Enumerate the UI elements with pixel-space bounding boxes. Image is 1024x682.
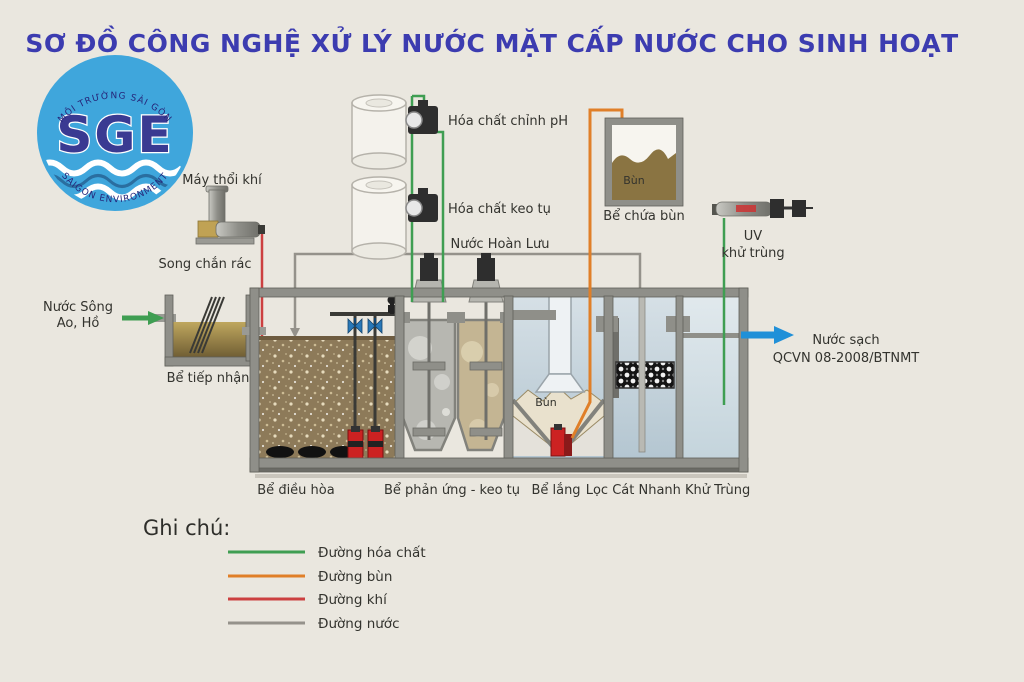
bar-screen — [189, 296, 225, 354]
reaction-tank — [396, 253, 514, 452]
legend-label-air: Đường khí — [318, 592, 388, 608]
logo-text: SGE — [56, 106, 173, 164]
equalization-tank-label: Bể điều hòa — [257, 483, 334, 498]
legend-label-water: Đường nước — [318, 616, 400, 632]
mixer-motor-icon — [420, 258, 438, 281]
clean-water-label-line1: Nước sạch — [812, 333, 879, 348]
dosing-pump-coagulant — [405, 188, 438, 222]
chemical-tank-ph — [351, 94, 407, 170]
air-diffuser-icon — [298, 446, 326, 458]
sludge — [612, 149, 676, 200]
reaction-tank-label: Bể phản ứng - keo tụ — [384, 483, 520, 498]
inlet-label-line2: Ao, Hồ — [57, 316, 100, 331]
dosing-pump-ph — [405, 100, 438, 134]
chemical-tank-coagulant — [351, 176, 407, 260]
submersible-pump — [367, 426, 384, 461]
tank-shadow — [255, 474, 747, 478]
clean-water-label-line2: QCVN 08-2008/BTNMT — [773, 351, 920, 366]
baffle — [613, 318, 619, 398]
legend-label-chemical: Đường hóa chất — [318, 545, 426, 561]
sludge-tank-label: Bể chứa bùn — [603, 209, 685, 224]
main-tank-structure — [249, 287, 749, 473]
submersible-pump — [347, 426, 364, 461]
recirculation-label: Nước Hoàn Lưu — [451, 237, 550, 252]
outlet-arrow-icon — [741, 326, 794, 344]
sludge-pump — [550, 424, 572, 457]
sge-logo: SGE MÔI TRƯỜNG SÀI GÒN SAIGON ENVIRONMEN… — [37, 55, 193, 211]
receiving-tank-label: Bể tiếp nhận — [167, 371, 250, 386]
feed-well — [548, 295, 572, 375]
blower-label: Máy thổi khí — [182, 173, 262, 188]
uv-label-line1: UV — [744, 229, 763, 244]
coagulant-label: Hóa chất keo tụ — [448, 202, 551, 217]
valve-icon — [347, 318, 363, 334]
mixer-motor-icon — [477, 258, 495, 281]
air-blower — [195, 185, 265, 245]
raw-water — [173, 322, 248, 358]
down-arrow-icon — [290, 328, 300, 338]
settled-sludge — [512, 385, 605, 454]
valve-icon — [387, 295, 397, 314]
settling-tank-label: Bể lắng — [531, 483, 580, 498]
uv-sterilizer — [712, 199, 813, 218]
bar-screen-label: Song chắn rác — [158, 257, 251, 272]
sludge-label: Bùn — [535, 396, 557, 409]
sand-filter — [596, 295, 745, 458]
equalization-tank — [259, 295, 397, 461]
sludge-tank — [604, 117, 684, 207]
outlet-pipe — [683, 333, 745, 338]
uv-label-line2: khử trùng — [721, 246, 784, 261]
sand-filter-label: Lọc Cát Nhanh Khử Trùng — [586, 483, 751, 498]
air-diffuser-icon — [266, 446, 294, 458]
inlet-arrow-icon — [122, 311, 164, 325]
chemical-line-coagulant — [436, 130, 445, 302]
ph-chemical-label: Hóa chất chỉnh pH — [448, 114, 568, 129]
page-title: SƠ ĐỒ CÔNG NGHỆ XỬ LÝ NƯỚC MẶT CẤP NƯỚC … — [25, 25, 958, 58]
legend-label-sludge: Đường bùn — [318, 569, 392, 585]
legend: Ghi chú: Đường hóa chất Đường bùn Đường … — [143, 516, 426, 632]
filter-pipe — [638, 295, 646, 453]
valve-icon — [367, 318, 383, 334]
inlet-label-line1: Nước Sông — [43, 300, 113, 315]
legend-heading: Ghi chú: — [143, 516, 230, 540]
sludge-tank-content-label: Bùn — [623, 174, 645, 187]
